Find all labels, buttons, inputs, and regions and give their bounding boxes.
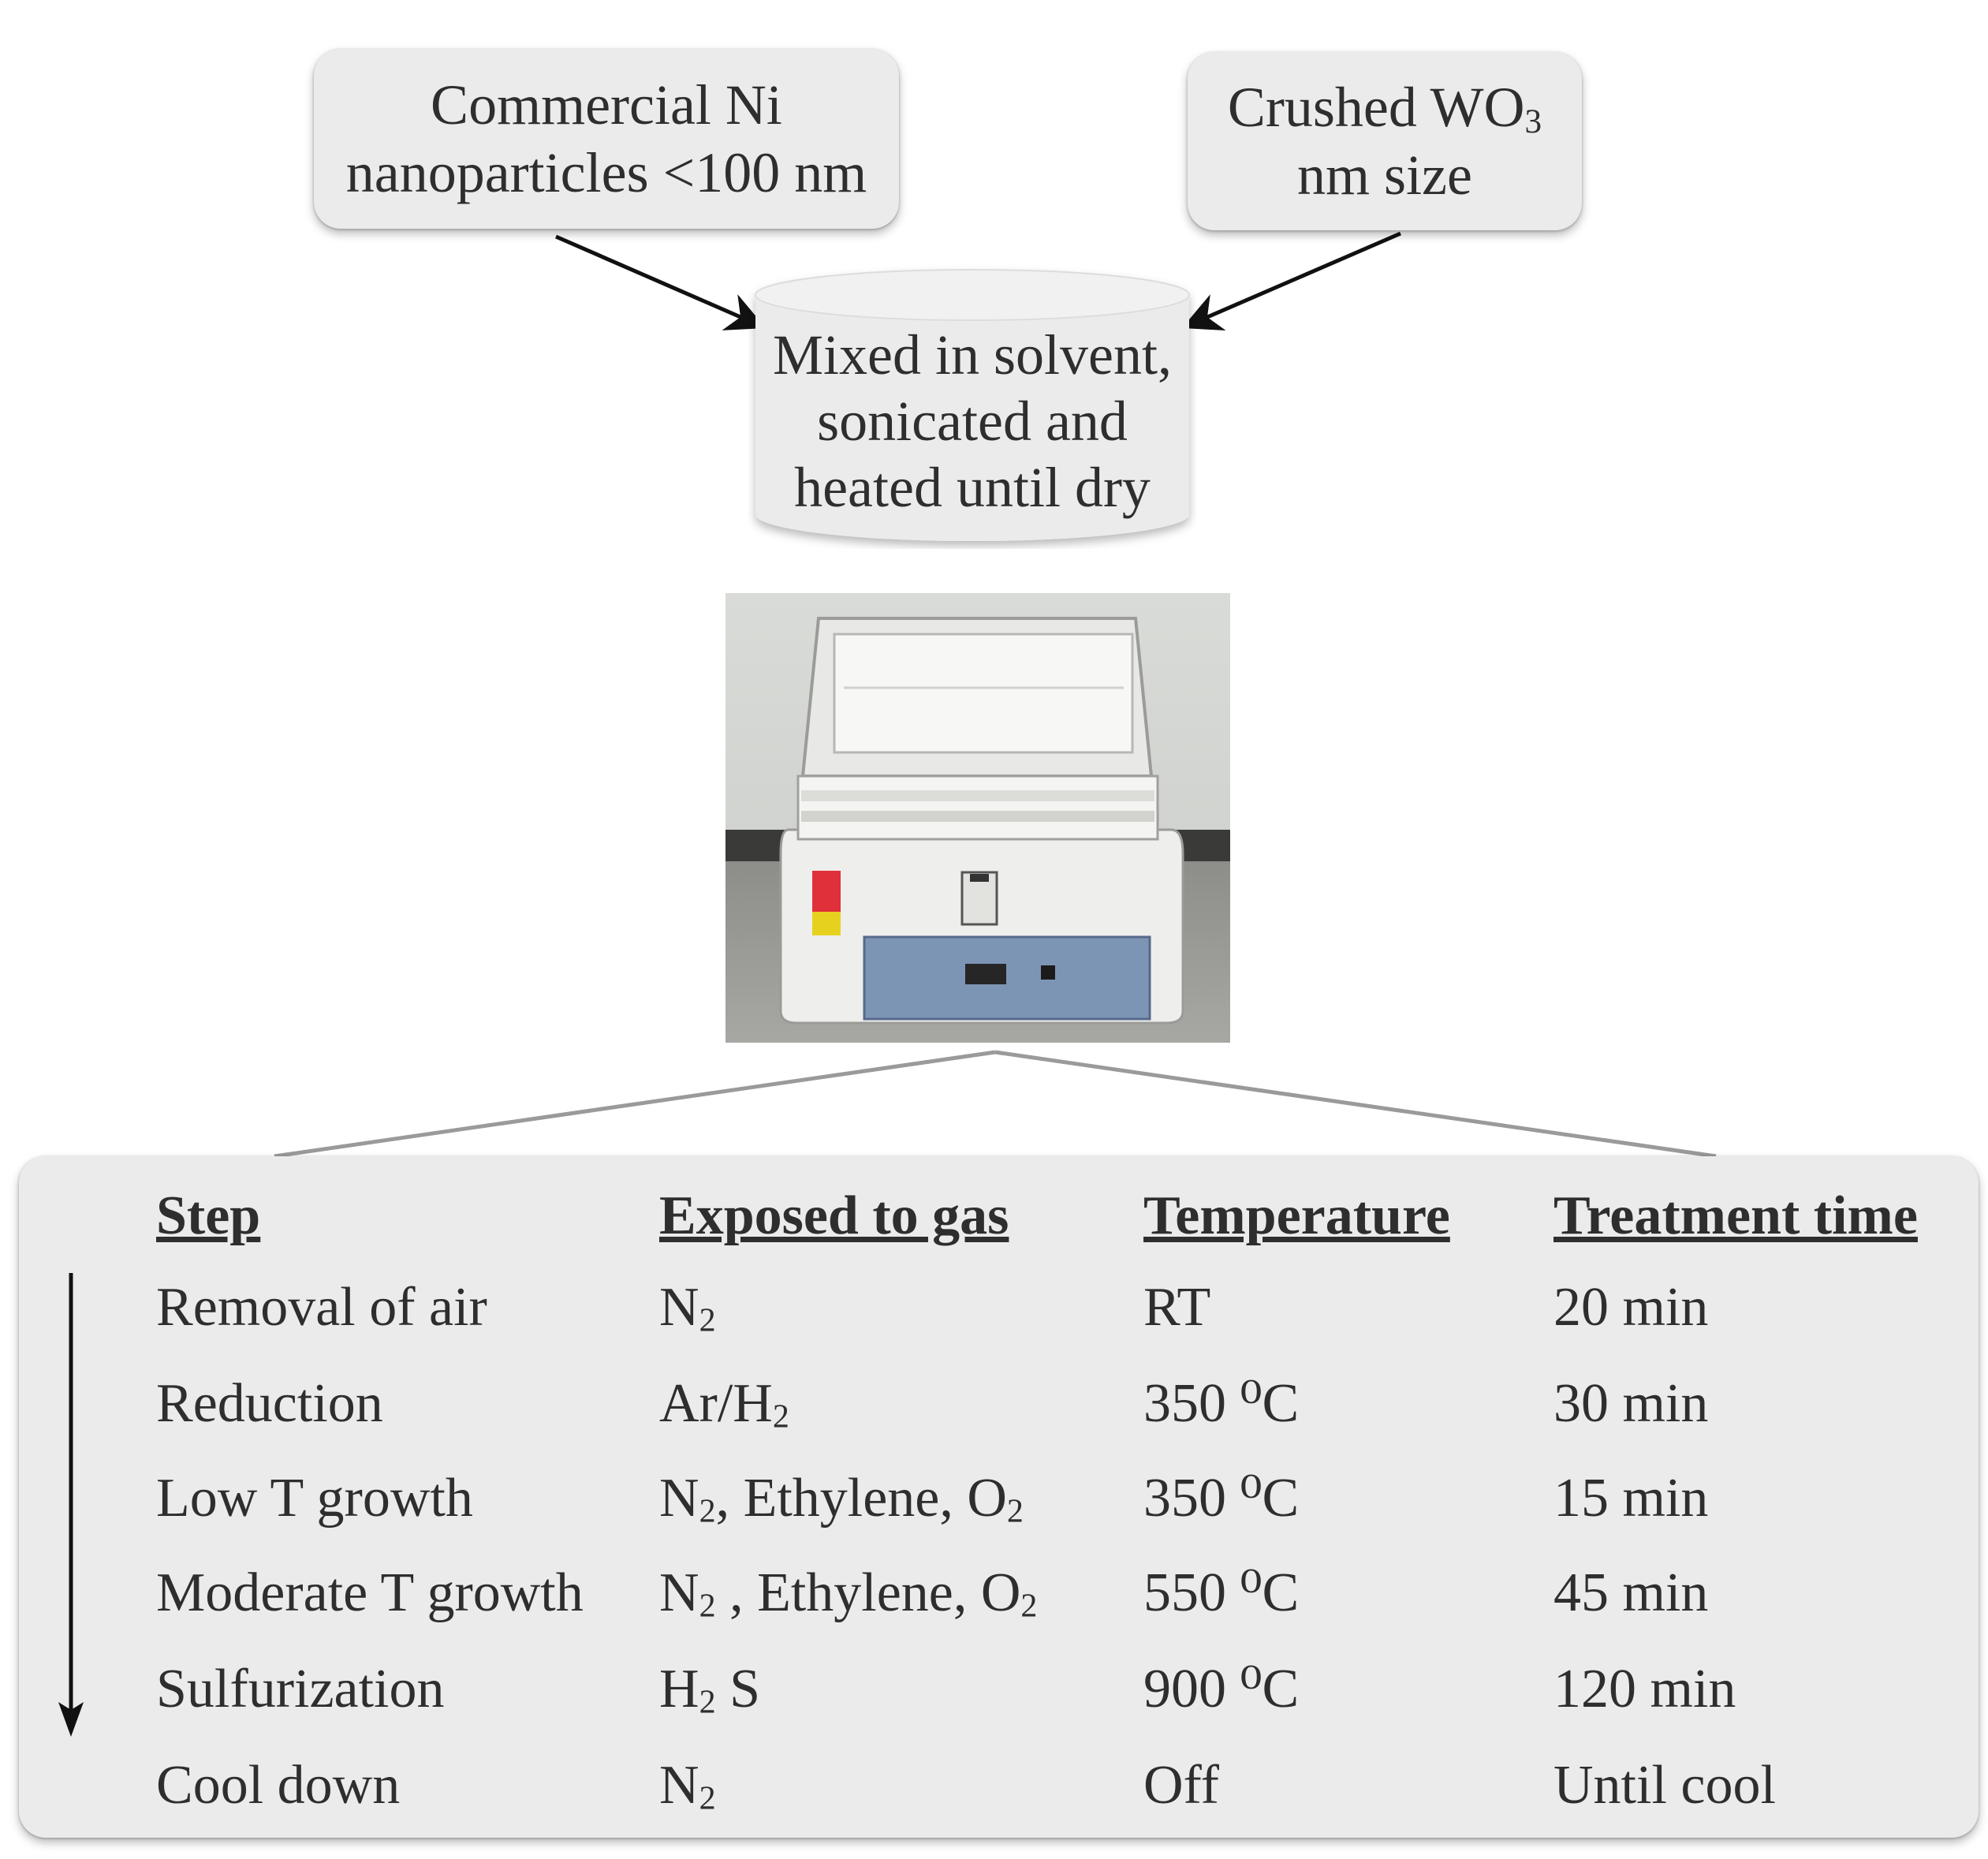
mix-line1: Mixed in solvent, — [773, 323, 1172, 386]
cell-temperature: 900 ⁰C — [1143, 1659, 1300, 1719]
cell-temperature: 350 ⁰C — [1143, 1373, 1300, 1434]
cell-gas: N2 — [659, 1277, 716, 1339]
ni-nanoparticles-box: Commercial Ni nanoparticles <100 nm — [314, 49, 899, 229]
cell-temperature: 550 ⁰C — [1143, 1562, 1300, 1623]
arrow-wo3-to-mix — [1181, 231, 1401, 331]
arrow-ni-to-mix — [555, 234, 766, 330]
header-gas: Exposed to gas — [659, 1185, 1009, 1246]
cell-time: Until cool — [1553, 1755, 1776, 1816]
wo3-label: Crushed WO — [1227, 76, 1525, 139]
mix-line2: sonicated and — [817, 390, 1128, 453]
wo3-box: Crushed WO3 nm size — [1188, 52, 1582, 230]
cell-gas: N2 — [659, 1755, 716, 1817]
wo3-subscript: 3 — [1524, 103, 1542, 140]
process-table-panel — [19, 1156, 1979, 1838]
wo3-box-line1: Crushed WO3 — [1228, 73, 1542, 141]
cell-time: 30 min — [1553, 1373, 1709, 1434]
wo3-box-line2: nm size — [1297, 144, 1472, 207]
mixing-cylinder — [755, 269, 1190, 541]
lead-line-right — [994, 1050, 1717, 1159]
mixing-step-text: Mixed in solvent, sonicated and heated u… — [748, 322, 1197, 521]
ni-box-line2: nanoparticles <100 nm — [345, 141, 867, 204]
cell-gas: N2, Ethylene, O2 — [659, 1468, 1024, 1530]
cell-temperature: Off — [1143, 1755, 1219, 1816]
header-time: Treatment time — [1553, 1185, 1918, 1246]
process-order-arrow — [58, 1273, 84, 1737]
header-step: Step — [156, 1185, 261, 1246]
cell-time: 120 min — [1553, 1659, 1736, 1719]
cell-step: Cool down — [156, 1755, 401, 1816]
tube-furnace-photo — [725, 593, 1230, 1043]
cell-gas: H2 S — [659, 1659, 760, 1721]
cell-step: Removal of air — [156, 1277, 487, 1338]
cell-time: 20 min — [1553, 1277, 1709, 1338]
cell-time: 45 min — [1553, 1562, 1709, 1623]
cell-step: Reduction — [156, 1373, 383, 1434]
ni-box-line1: Commercial Ni — [431, 73, 782, 136]
cell-time: 15 min — [1553, 1468, 1709, 1529]
lead-line-left — [274, 1050, 996, 1159]
cell-gas: N2 , Ethylene, O2 — [659, 1562, 1038, 1625]
cell-step: Low T growth — [156, 1468, 473, 1529]
cell-temperature: RT — [1143, 1277, 1211, 1338]
cell-gas: Ar/H2 — [659, 1373, 789, 1435]
cell-temperature: 350 ⁰C — [1143, 1468, 1300, 1529]
mix-line3: heated until dry — [794, 456, 1151, 519]
cell-step: Moderate T growth — [156, 1562, 584, 1623]
cell-step: Sulfurization — [156, 1659, 445, 1719]
header-temperature: Temperature — [1143, 1185, 1450, 1246]
